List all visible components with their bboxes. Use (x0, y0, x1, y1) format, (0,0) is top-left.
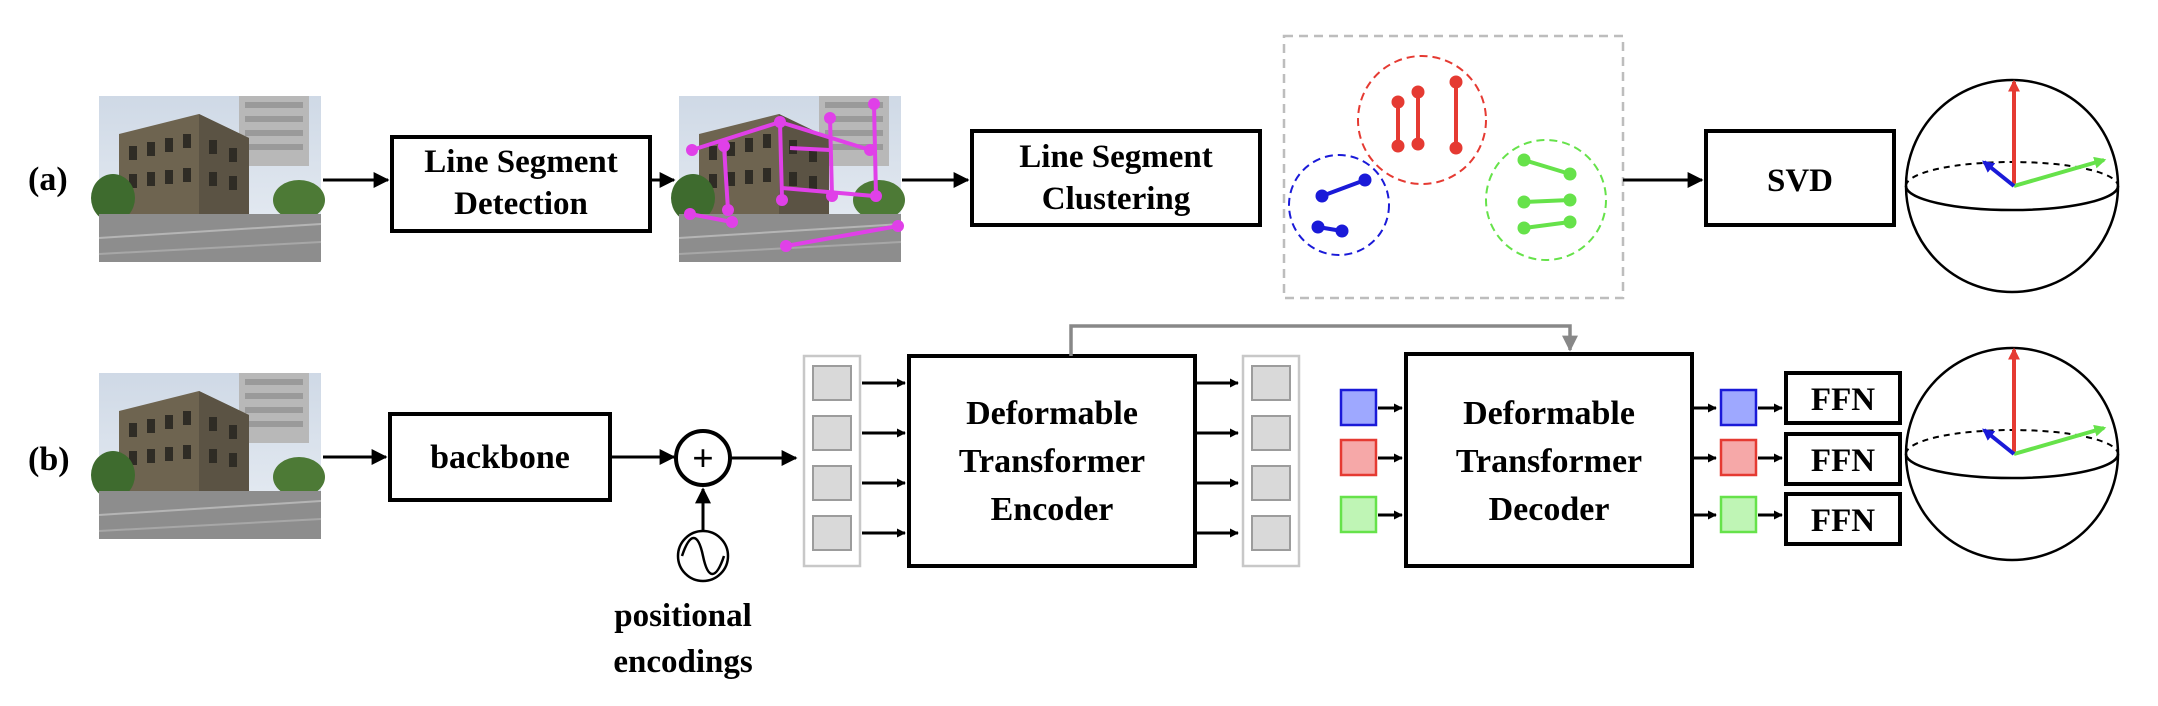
token (812, 415, 852, 451)
red-cluster-lines (1391, 75, 1463, 155)
output-embedding-green (1719, 495, 1758, 534)
output-sphere-b (1904, 346, 2120, 562)
output-sphere-a (1904, 78, 2120, 294)
ffn-label-2: FFN (1811, 443, 1875, 479)
row-a-label: (a) (28, 161, 68, 198)
ffn-box-2 (1784, 432, 1902, 486)
ffn-box-1 (1784, 371, 1902, 425)
red-cluster (1357, 55, 1487, 185)
clustering-label-line1: Line Segment (1019, 139, 1212, 175)
detected-lines-image (670, 95, 906, 263)
decoder-label-line2: Transformer (1456, 443, 1642, 480)
positional-encodings-line2: encodings (613, 644, 753, 680)
encoder-input-arrows (862, 378, 906, 538)
backbone-label: backbone (430, 439, 570, 476)
output-embedding-blue (1719, 388, 1758, 427)
encoder-output-arrows (1197, 378, 1239, 538)
token (1251, 365, 1291, 401)
detection-label-line2: Detection (454, 186, 588, 222)
blue-cluster (1288, 154, 1390, 256)
add-operator: + (674, 429, 732, 487)
token (1251, 465, 1291, 501)
decoder-label-line3: Decoder (1489, 491, 1610, 528)
ffn-label-1: FFN (1811, 382, 1875, 418)
positional-encodings-line1: positional (614, 598, 752, 634)
backbone-box: backbone (388, 412, 612, 502)
sine-wave-icon (676, 529, 730, 583)
encoder-label-line2: Transformer (959, 443, 1145, 480)
input-image-b (90, 372, 326, 540)
token (812, 465, 852, 501)
input-image-a (90, 95, 326, 263)
ffn-heads: FFN FFN FFN (1784, 371, 1902, 546)
encoder-label-line1: Deformable (966, 395, 1138, 432)
input-token-column (802, 354, 862, 568)
green-cluster (1485, 139, 1607, 261)
green-cluster-lines (1517, 153, 1577, 235)
token (812, 365, 852, 401)
transformer-encoder-box: Deformable Transformer Encoder (907, 354, 1197, 568)
transformer-decoder-box: Deformable Transformer Decoder (1404, 352, 1694, 568)
svd-box: SVD (1704, 129, 1896, 227)
detection-label-line1: Line Segment (424, 144, 617, 180)
clustering-label-line2: Clustering (1042, 181, 1191, 217)
encoder-to-decoder-connection (1069, 324, 1578, 356)
token (1251, 415, 1291, 451)
token (1251, 515, 1291, 551)
object-queries (1339, 388, 1403, 534)
encoder-label-line3: Encoder (991, 491, 1114, 528)
blue-cluster-lines (1311, 173, 1372, 238)
token (812, 515, 852, 551)
decoder-outputs (1694, 388, 1783, 534)
output-embedding-red (1719, 438, 1758, 477)
row-b-label: (b) (28, 441, 70, 478)
ffn-box-3 (1784, 492, 1902, 546)
query-green (1339, 495, 1378, 534)
cluster-panel (1282, 34, 1625, 300)
query-red (1339, 438, 1378, 477)
decoder-label-line1: Deformable (1463, 395, 1635, 432)
plus-sign: + (692, 438, 714, 480)
line-segment-clustering-box: Line Segment Clustering (970, 129, 1262, 227)
query-blue (1339, 388, 1378, 427)
memory-token-column (1241, 354, 1301, 568)
ffn-label-3: FFN (1811, 503, 1875, 539)
line-segment-detection-box: Line Segment Detection (390, 135, 652, 233)
svd-label: SVD (1767, 163, 1833, 199)
